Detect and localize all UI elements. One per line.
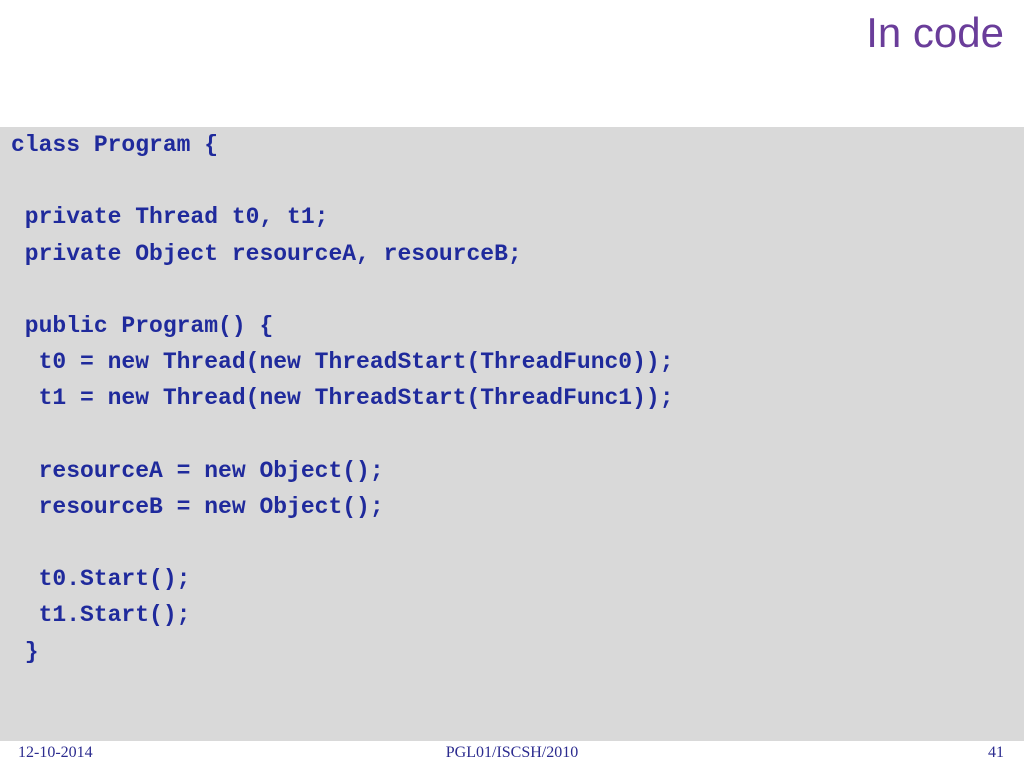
code-line: t0.Start(); (11, 566, 191, 593)
code-line: t0 = new Thread(new ThreadStart(ThreadFu… (11, 349, 674, 376)
code-line: public Program() { (11, 312, 274, 339)
footer-course-code: PGL01/ISCSH/2010 (445, 744, 579, 761)
code-line: t1 = new Thread(new ThreadStart(ThreadFu… (11, 385, 674, 412)
code-line: resourceB = new Object(); (11, 493, 384, 520)
code-line: t1.Start(); (11, 602, 191, 629)
code-line: private Thread t0, t1; (11, 204, 329, 231)
code-block: class Program { private Thread t0, t1; p… (11, 127, 674, 670)
code-line: private Object resourceA, resourceB; (11, 240, 522, 267)
footer-date: 12-10-2014 (18, 744, 93, 761)
code-line (11, 272, 674, 308)
code-line: } (11, 638, 39, 665)
code-line: class Program { (11, 132, 219, 158)
code-line: resourceA = new Object(); (11, 457, 384, 484)
code-line (11, 163, 674, 199)
slide-title: In code (866, 9, 1004, 56)
code-panel: class Program { private Thread t0, t1; p… (0, 127, 1024, 741)
code-line (11, 417, 674, 453)
code-line (11, 525, 674, 561)
footer-page-number: 41 (988, 744, 1004, 761)
